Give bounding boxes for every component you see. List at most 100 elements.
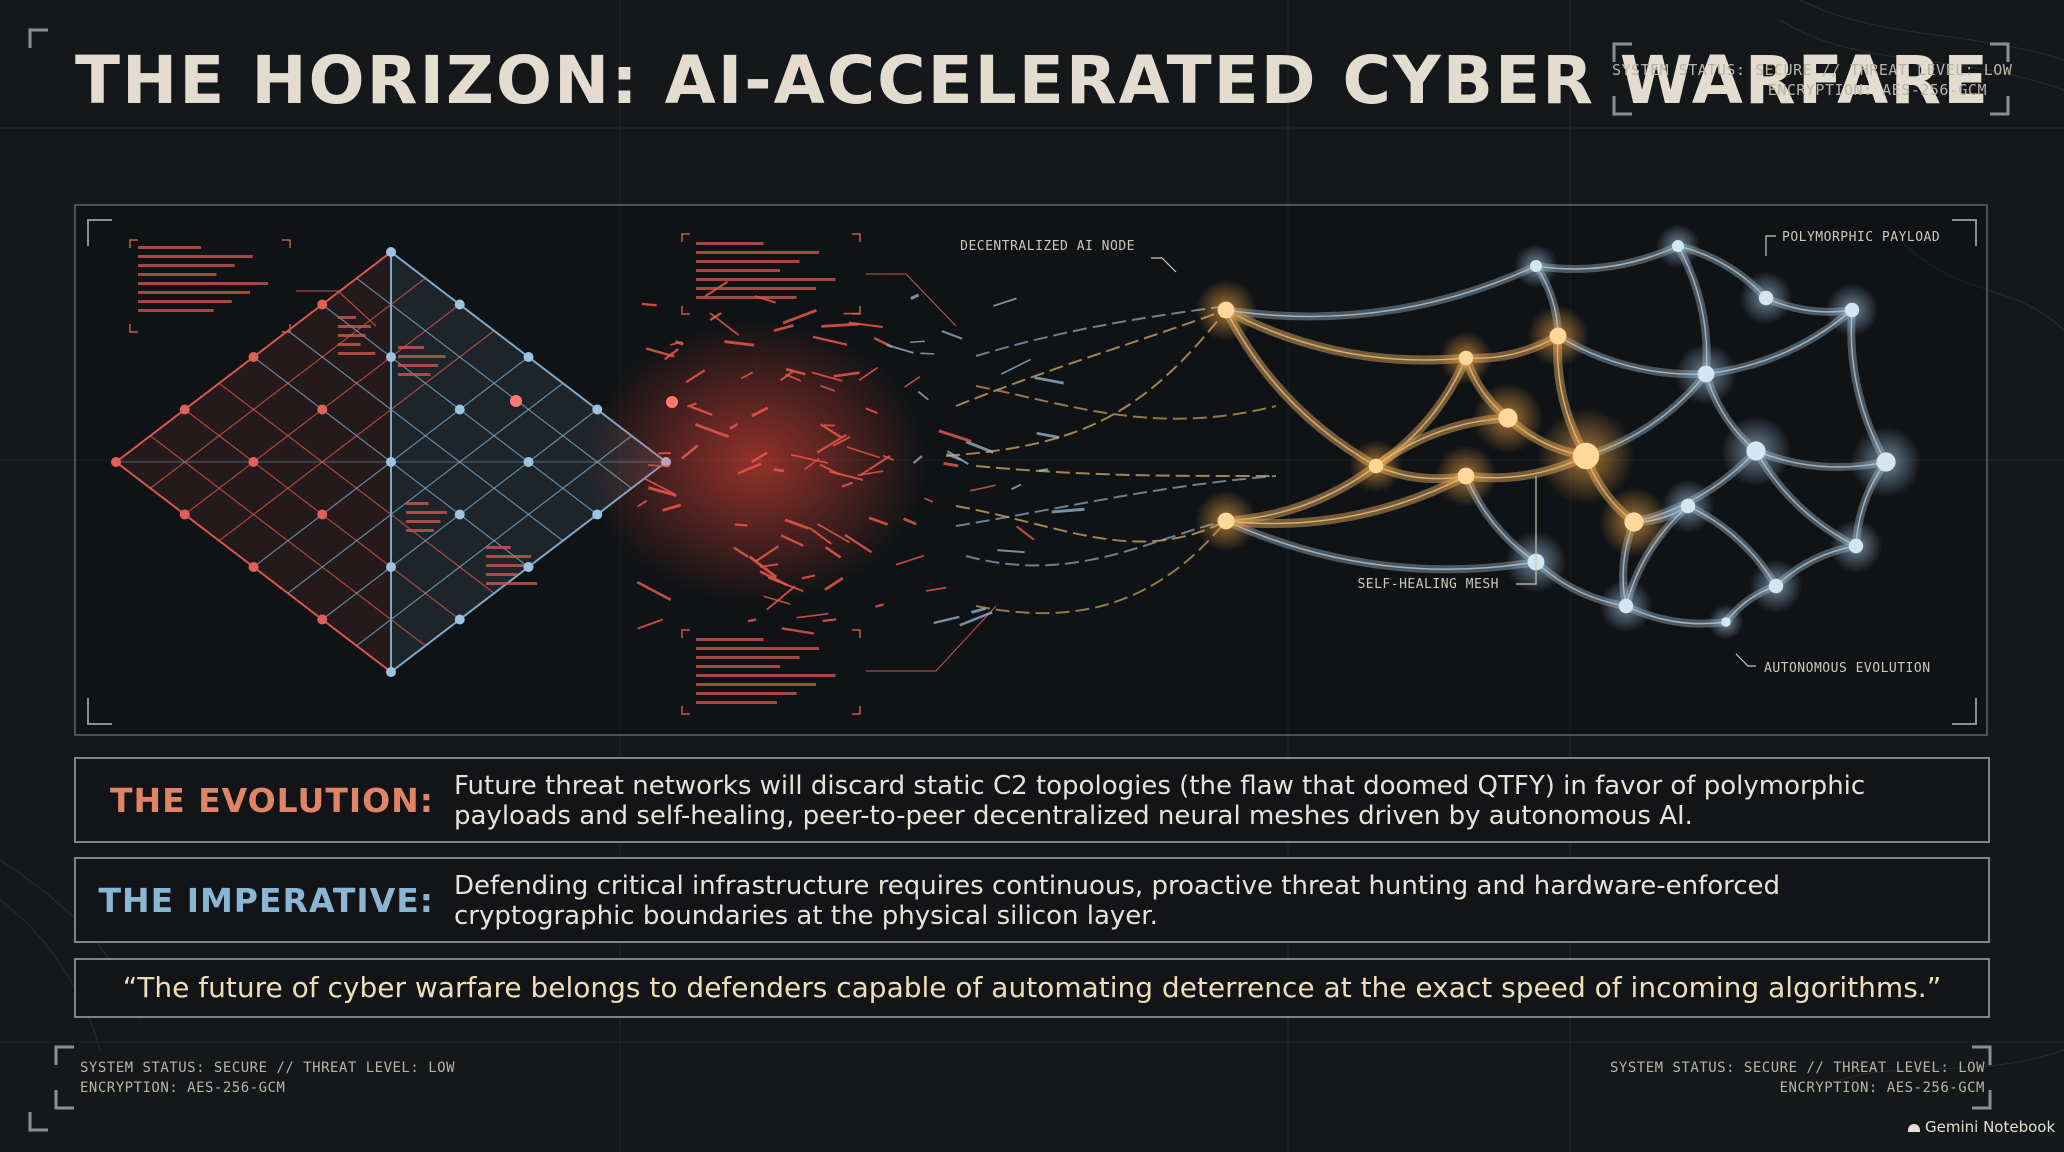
gemini-notebook-icon [1908, 1123, 1920, 1132]
mesh-node [1458, 350, 1474, 366]
data-shard [824, 576, 844, 591]
grid-node [454, 614, 465, 625]
code-line [486, 564, 524, 567]
code-line [398, 355, 446, 358]
encryption-line: ENCRYPTION: AES-256-GCM [80, 1080, 286, 1096]
data-shard [820, 384, 836, 392]
data-shard [920, 352, 935, 355]
data-shard [924, 497, 934, 503]
data-shard [833, 371, 860, 378]
data-shard [858, 366, 879, 382]
mesh-node [1217, 512, 1235, 530]
data-shard [751, 451, 768, 464]
code-line [398, 346, 425, 349]
mesh-node [1680, 498, 1696, 514]
data-shard [686, 402, 697, 408]
code-line [696, 251, 819, 254]
mesh-node [1672, 240, 1684, 252]
data-shard [760, 563, 779, 568]
data-shard [648, 464, 670, 468]
data-shard [690, 405, 713, 416]
decentralized-ai-node-label: DECENTRALIZED AI NODE [960, 239, 1135, 254]
data-shard [865, 407, 878, 414]
data-stream [975, 305, 1227, 357]
mesh-node [1848, 538, 1864, 554]
data-shard [1036, 431, 1060, 439]
data-shard [816, 433, 847, 454]
data-shard [821, 322, 860, 328]
grid-node [248, 457, 259, 467]
data-shard [784, 518, 810, 530]
data-shard [759, 570, 788, 587]
code-line [696, 278, 836, 281]
encryption-line: ENCRYPTION: AES-256-GCM [1767, 81, 1987, 99]
grid-node [179, 404, 190, 415]
data-shard [938, 429, 972, 443]
data-shard [754, 295, 776, 304]
data-shard [780, 370, 794, 382]
data-shard [971, 606, 987, 614]
mesh-node [1572, 442, 1600, 470]
data-shard [926, 586, 947, 592]
encryption-line: ENCRYPTION: AES-256-GCM [1779, 1080, 1985, 1096]
code-line [398, 373, 431, 376]
grid-node [523, 562, 534, 572]
evolution-panel: THE EVOLUTION: Future threat networks wi… [74, 757, 1990, 843]
data-stream [975, 385, 1277, 420]
system-status-bottom-left: SYSTEM STATUS: SECURE // THREAT LEVEL: L… [80, 1058, 455, 1098]
node-glow [510, 395, 522, 407]
grid-node [317, 404, 328, 415]
code-line [406, 520, 441, 523]
data-shard [644, 477, 675, 495]
mesh-edge-core [1225, 475, 1467, 525]
data-shard [817, 523, 850, 544]
evolution-text: Future threat networks will discard stat… [454, 771, 1866, 831]
self-healing-mesh-label: SELF-HEALING MESH [1357, 577, 1499, 592]
code-line [398, 364, 439, 367]
data-shard [773, 468, 785, 473]
data-shard [1000, 358, 1032, 375]
data-shard [734, 523, 748, 527]
code-line [138, 291, 250, 294]
mesh-edge-core [1225, 309, 1377, 467]
data-shard [637, 499, 648, 508]
mesh-node [1368, 458, 1384, 474]
data-shard [647, 486, 677, 497]
code-line [696, 683, 816, 686]
data-shard [724, 340, 755, 347]
data-shard [694, 423, 730, 439]
autonomous-evolution-label: AUTONOMOUS EVOLUTION [1764, 661, 1931, 676]
data-shard [910, 340, 925, 344]
data-shard [959, 611, 993, 627]
code-line [138, 246, 201, 249]
corner-bracket-tl [28, 28, 48, 48]
code-line [406, 529, 434, 532]
grid-line [356, 435, 632, 647]
evolution-heading: THE EVOLUTION: [109, 781, 434, 820]
code-line [138, 264, 235, 267]
mesh-node [1844, 302, 1860, 318]
data-shard [1051, 507, 1085, 514]
code-line [338, 325, 371, 328]
code-line [486, 573, 517, 576]
mesh-node [1697, 365, 1715, 383]
code-line [486, 582, 538, 585]
grid-node [386, 667, 396, 677]
grid-line [287, 330, 564, 542]
data-shard [733, 546, 749, 558]
code-line [696, 287, 816, 290]
data-stream [955, 309, 1227, 407]
data-shard [965, 440, 994, 454]
data-shard [737, 462, 762, 475]
data-shard [785, 367, 806, 376]
imperative-panel: THE IMPERATIVE: Defending critical infra… [74, 857, 1990, 943]
quote-panel: “The future of cyber warfare belongs to … [74, 958, 1990, 1018]
grid-node [248, 352, 259, 362]
data-shard [782, 308, 817, 325]
data-shard [663, 347, 680, 361]
code-line [138, 273, 217, 276]
gemini-notebook-badge[interactable]: Gemini Notebook [1908, 1118, 2055, 1136]
grid-node [386, 352, 396, 362]
data-shard [841, 481, 854, 488]
gemini-notebook-text: Gemini Notebook [1925, 1118, 2056, 1136]
